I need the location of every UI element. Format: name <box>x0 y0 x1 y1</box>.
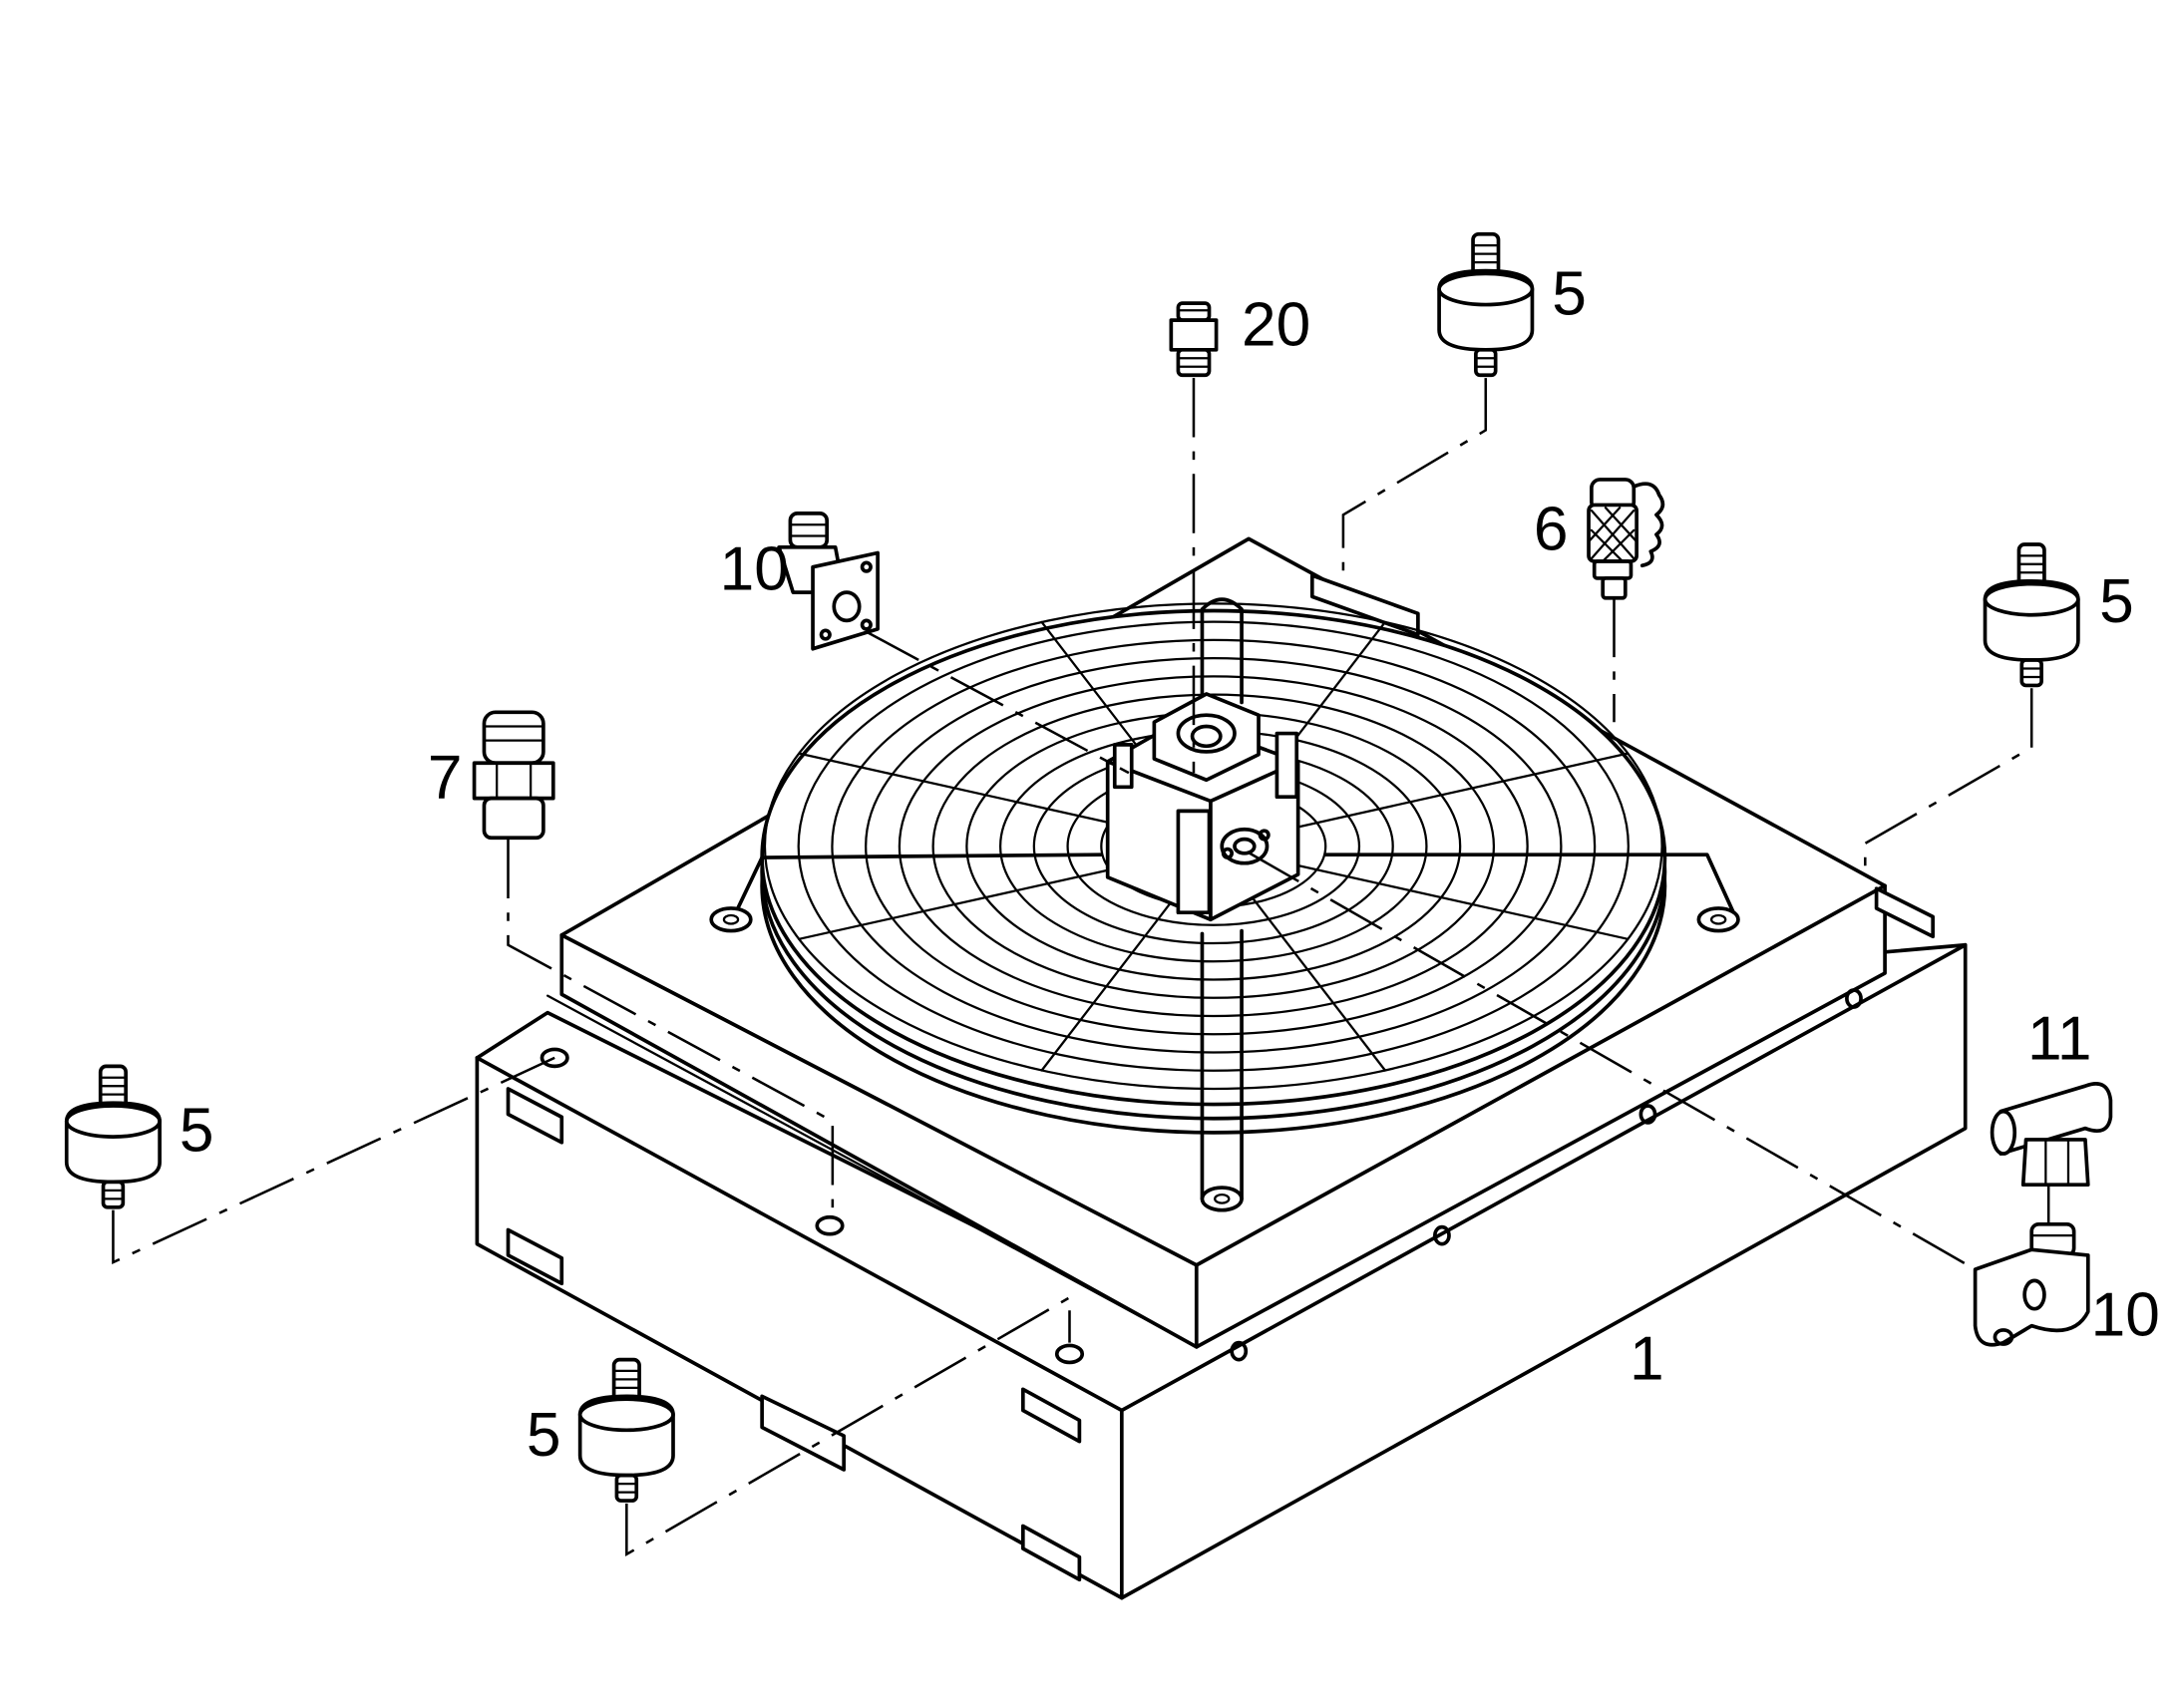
part-20-nipple <box>1169 301 1219 378</box>
guard-spoke <box>1290 862 1630 940</box>
callout-10-left: 10 <box>720 534 789 603</box>
guard-mount-hole <box>1709 913 1727 925</box>
part-5-damper-left <box>64 1064 162 1209</box>
part-7-straight-fitting <box>472 710 555 841</box>
part-5-damper-right <box>1983 542 2080 688</box>
callout-5-top: 5 <box>1552 259 1587 328</box>
guard-ring <box>831 638 1597 1054</box>
callout-5-left: 5 <box>180 1096 214 1165</box>
callout-5-bottom: 5 <box>527 1401 561 1470</box>
guard-spoke <box>1040 887 1183 1072</box>
callout-7: 7 <box>428 744 463 813</box>
fan-guard-grille <box>709 597 1740 1212</box>
guard-ring <box>797 620 1630 1072</box>
guard-spoke <box>1245 887 1387 1072</box>
part-11-tee-fitting <box>1990 1082 2113 1188</box>
guard-mount-lug <box>709 906 753 933</box>
guard-spoke <box>798 752 1137 830</box>
part-5-damper-bottom <box>577 1357 675 1503</box>
part-10-elbow-right <box>1973 1221 2090 1347</box>
callout-5-right: 5 <box>2099 567 2134 636</box>
guard-ring <box>898 675 1529 1018</box>
guard-mount-hole <box>1214 1193 1231 1204</box>
callout-labels: 20 5 6 10 5 7 5 11 10 1 5 <box>180 259 2160 1469</box>
callout-11: 11 <box>2027 1004 2092 1073</box>
part-10-flange-fitting-left <box>777 512 880 651</box>
guard-spoke <box>798 862 1137 940</box>
part-6-test-coupling <box>1587 478 1665 600</box>
callout-10-right: 10 <box>2091 1281 2160 1350</box>
guard-ring <box>763 602 1663 1091</box>
guard-mount-hole <box>722 913 740 925</box>
guard-strap-horizontal <box>731 853 1737 919</box>
motor-block <box>1105 692 1300 922</box>
guard-ring <box>865 657 1563 1036</box>
guard-mount-lug <box>1696 906 1740 933</box>
callout-20: 20 <box>1242 291 1310 360</box>
part-5-damper-top <box>1437 231 1535 378</box>
callout-6: 6 <box>1534 496 1569 564</box>
callout-1: 1 <box>1630 1324 1664 1393</box>
guard-ring <box>931 693 1496 999</box>
guard-spoke <box>1290 752 1630 830</box>
guard-mount-lug <box>1200 1186 1244 1212</box>
assembly-centerlines <box>112 378 2050 1557</box>
